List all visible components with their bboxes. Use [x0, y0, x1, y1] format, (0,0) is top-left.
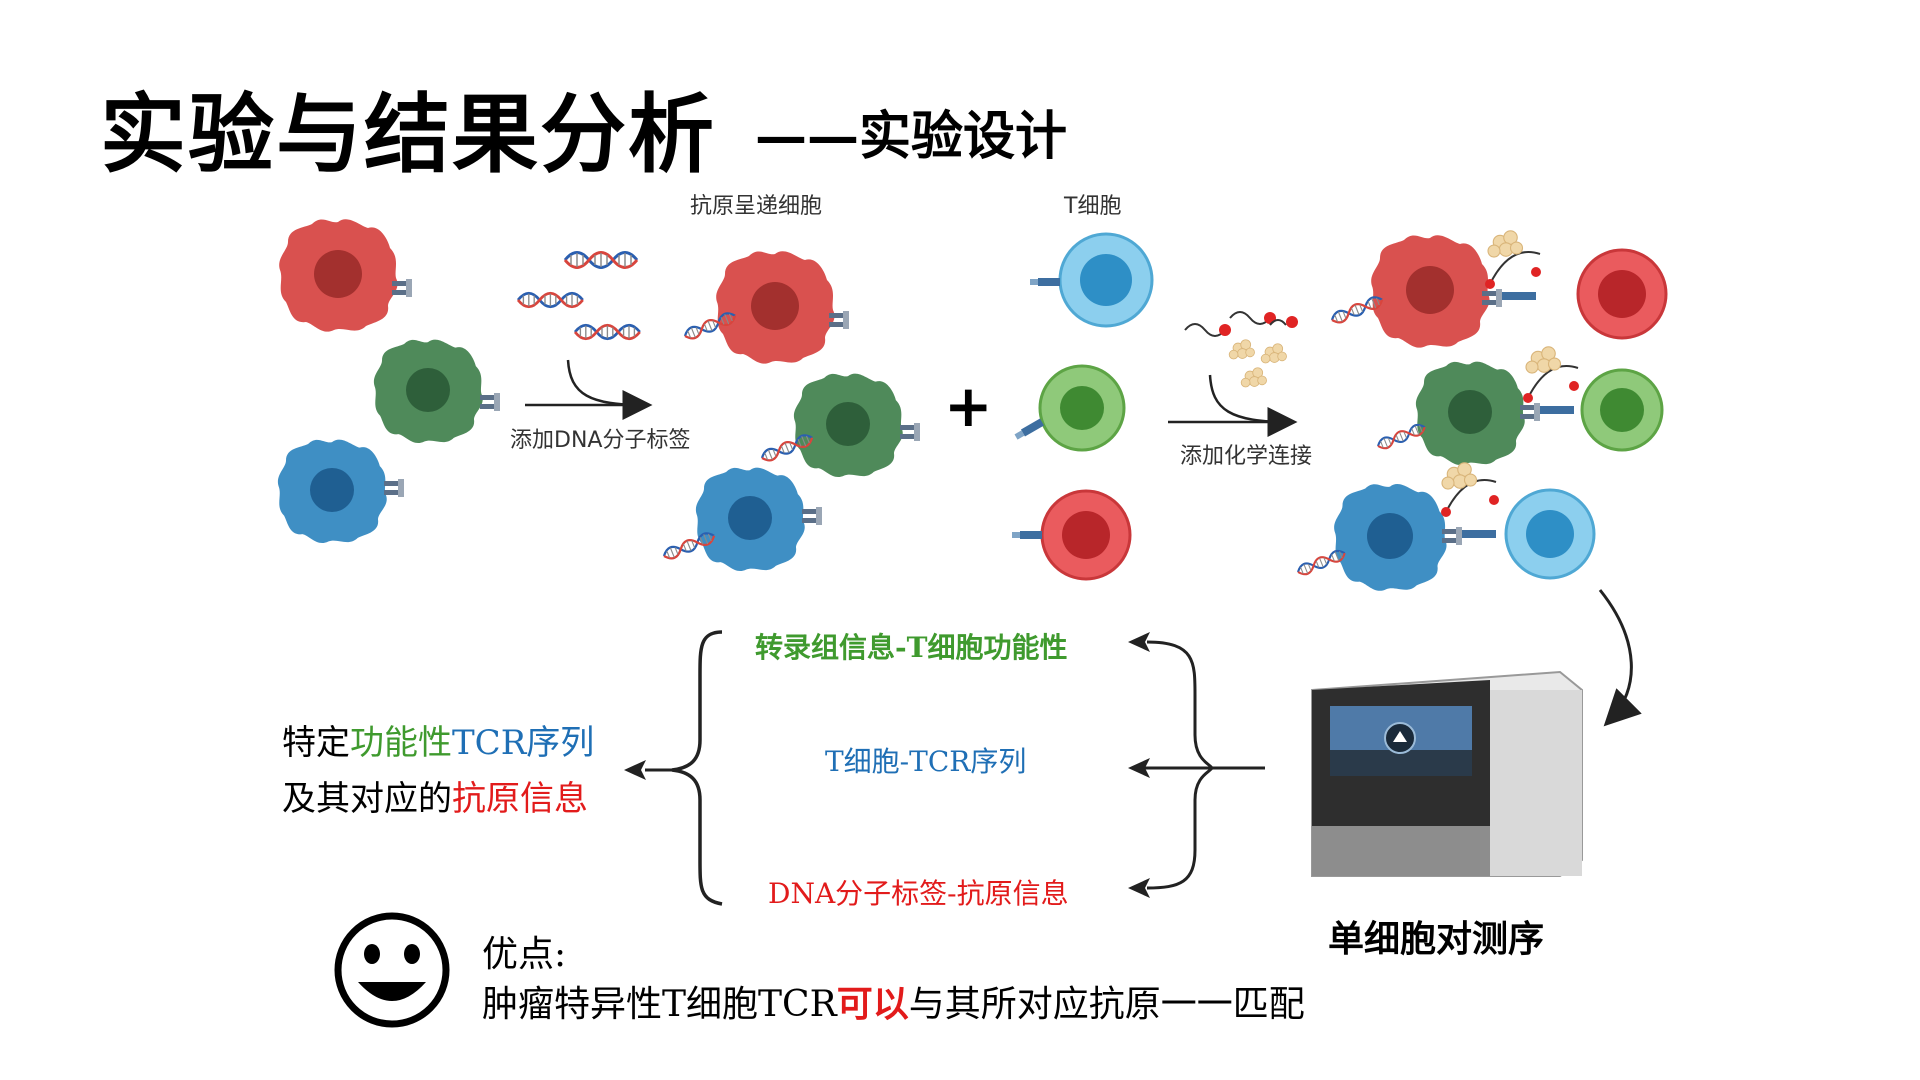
label-tcell: T细胞	[1064, 194, 1122, 219]
result-line2-b: 抗原信息	[452, 779, 588, 819]
result-brace-left	[671, 630, 723, 906]
result-line1-c: TCR序列	[452, 723, 595, 763]
dna-tag-2	[516, 291, 585, 309]
dna-tag-1	[563, 251, 639, 269]
advantage-label: 优点:	[482, 934, 567, 975]
info-tcr: T细胞-TCR序列	[825, 745, 1027, 778]
result-line-1: 特定功能性TCR序列	[282, 715, 594, 771]
advantage-line-b: 可以	[836, 983, 909, 1025]
page-title: 实验与结果分析	[100, 84, 716, 185]
label-apc: 抗原呈递细胞	[690, 194, 823, 219]
result-text: 特定功能性TCR序列 及其对应的抗原信息	[282, 715, 594, 827]
result-line2-a: 及其对应的	[282, 779, 452, 819]
smiley-face-icon	[334, 912, 450, 1028]
tcell-blue	[1030, 232, 1154, 328]
apc-green-left	[373, 339, 500, 444]
label-add-dna: 添加DNA分子标签	[510, 428, 691, 453]
conjugate-green	[1374, 346, 1664, 466]
sequencer-machine	[1311, 670, 1583, 877]
dna-tag-3	[573, 323, 642, 341]
tcell-red	[1012, 489, 1132, 581]
chemical-linkers	[1184, 311, 1298, 388]
apc-blue-left	[277, 439, 404, 544]
label-sequencer: 单细胞对测序	[1328, 918, 1545, 960]
apc-green-tagged	[758, 373, 920, 478]
apc-red-tagged	[681, 251, 849, 364]
result-line1-a: 特定	[282, 723, 350, 763]
apc-red-left	[279, 219, 412, 332]
info-transcriptome: 转录组信息-T细胞功能性	[755, 631, 1068, 664]
result-line-2: 及其对应的抗原信息	[282, 771, 594, 827]
conjugate-red	[1328, 230, 1668, 348]
advantage-line-a: 肿瘤特异性T细胞TCR	[482, 984, 837, 1025]
tcell-green	[1014, 364, 1126, 452]
apc-blue-tagged	[660, 467, 822, 572]
label-add-chem: 添加化学连接	[1180, 444, 1313, 469]
arrow-to-sequencer	[1598, 589, 1642, 727]
page-subtitle: ——实验设计	[755, 106, 1068, 167]
info-dna-tag: DNA分子标签-抗原信息	[768, 877, 1069, 910]
info-bracket-right	[1146, 640, 1265, 890]
plus-sign: +	[944, 372, 993, 440]
advantage-line: 肿瘤特异性T细胞TCR可以与其所对应抗原一一匹配	[482, 975, 1305, 1027]
arrow-add-dna	[566, 359, 653, 420]
advantage-line-c: 与其所对应抗原一一匹配	[908, 984, 1305, 1025]
result-line1-b: 功能性	[350, 723, 452, 763]
conjugate-blue	[1294, 462, 1596, 591]
